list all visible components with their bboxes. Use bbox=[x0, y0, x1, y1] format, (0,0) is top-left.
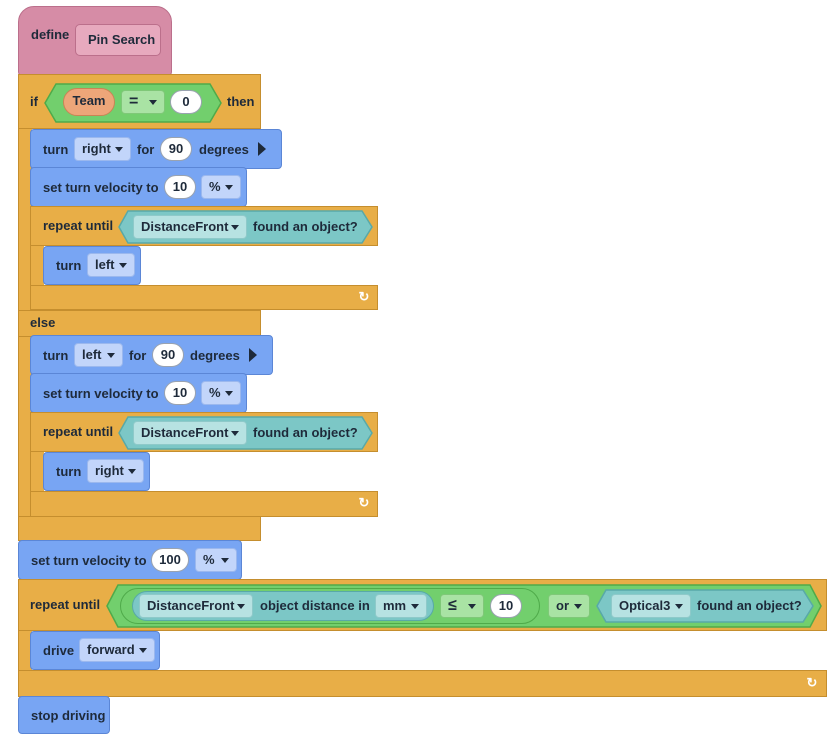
define-label: define bbox=[31, 27, 70, 42]
velocity-unit: % bbox=[209, 179, 221, 194]
turn-block-then[interactable]: turn left bbox=[43, 246, 141, 285]
turn-degrees-field[interactable]: 90 bbox=[160, 137, 192, 161]
distance-sensor: DistanceFront bbox=[141, 425, 229, 440]
turn-degrees: 90 bbox=[160, 347, 176, 362]
if-label: if bbox=[30, 94, 38, 109]
set-turn-velocity-block-then[interactable]: set turn velocity to 10 % bbox=[30, 167, 247, 207]
for-label: for bbox=[129, 348, 147, 363]
turn-direction: right bbox=[95, 463, 124, 478]
turn-direction-dropdown[interactable]: left bbox=[87, 253, 135, 277]
velocity-value: 100 bbox=[159, 552, 181, 567]
repeat-footer-else bbox=[30, 491, 378, 517]
velocity-value: 10 bbox=[172, 179, 188, 194]
play-triangle-icon[interactable] bbox=[248, 347, 258, 363]
degrees-label: degrees bbox=[190, 348, 240, 363]
compare-value: 10 bbox=[498, 598, 514, 613]
compare-operator-dropdown[interactable]: ≤ bbox=[440, 594, 484, 618]
distance-sensor-dropdown[interactable]: DistanceFront bbox=[133, 421, 247, 445]
velocity-value-field[interactable]: 10 bbox=[164, 381, 196, 405]
drive-direction-dropdown[interactable]: forward bbox=[79, 638, 155, 662]
define-block[interactable]: define Pin Search bbox=[18, 6, 172, 76]
repeat-until-label: repeat until bbox=[43, 218, 114, 233]
drive-block[interactable]: drive forward bbox=[30, 631, 160, 670]
drive-label: drive bbox=[43, 643, 75, 658]
set-turn-velocity-block-else[interactable]: set turn velocity to 10 % bbox=[30, 373, 247, 413]
loop-arrow-icon: ↻ bbox=[358, 495, 370, 510]
velocity-unit-dropdown[interactable]: % bbox=[201, 381, 241, 405]
define-name-field[interactable]: Pin Search bbox=[75, 24, 161, 56]
velocity-unit: % bbox=[203, 552, 215, 567]
compare-value-field[interactable]: 10 bbox=[490, 594, 522, 618]
velocity-value: 10 bbox=[172, 385, 188, 400]
or-label: or bbox=[556, 598, 569, 613]
distance-units-dropdown[interactable]: mm bbox=[375, 594, 427, 618]
turn-direction: right bbox=[82, 141, 111, 156]
else-header[interactable] bbox=[18, 310, 261, 337]
operator-label: = bbox=[129, 93, 139, 110]
found-object-label: found an object? bbox=[253, 425, 358, 440]
repeat-until-label: repeat until bbox=[30, 597, 101, 612]
turn-direction: left bbox=[82, 347, 102, 362]
if-value: 0 bbox=[182, 94, 190, 109]
distance-sensor-dropdown[interactable]: DistanceFront bbox=[139, 594, 253, 618]
velocity-value-field[interactable]: 100 bbox=[151, 548, 189, 572]
loop-arrow-icon: ↻ bbox=[806, 675, 818, 690]
turn-label: turn bbox=[43, 142, 69, 157]
found-object-label: found an object? bbox=[253, 219, 358, 234]
velocity-unit-dropdown[interactable]: % bbox=[201, 175, 241, 199]
if-value-field[interactable]: 0 bbox=[170, 90, 202, 114]
optical-sensor: Optical3 bbox=[619, 598, 671, 613]
else-label: else bbox=[30, 315, 56, 330]
set-turn-velocity-label: set turn velocity to bbox=[31, 553, 147, 568]
distance-units: mm bbox=[383, 598, 407, 613]
turn-for-block-else[interactable]: turn left for 90 degrees bbox=[30, 335, 273, 375]
turn-direction-dropdown[interactable]: right bbox=[74, 137, 131, 161]
found-object-label: found an object? bbox=[697, 598, 802, 613]
turn-degrees-field[interactable]: 90 bbox=[152, 343, 184, 367]
turn-direction-dropdown[interactable]: left bbox=[74, 343, 123, 367]
turn-label: turn bbox=[56, 258, 82, 273]
turn-direction-dropdown[interactable]: right bbox=[87, 459, 144, 483]
repeat-footer-then bbox=[30, 285, 378, 310]
distance-sensor: DistanceFront bbox=[147, 598, 235, 613]
object-distance-label: object distance in bbox=[260, 598, 370, 613]
repeat-footer bbox=[18, 670, 827, 697]
loop-arrow-icon: ↻ bbox=[358, 289, 370, 304]
degrees-label: degrees bbox=[199, 142, 249, 157]
or-operator-dropdown[interactable]: or bbox=[548, 594, 590, 618]
team-variable[interactable]: Team bbox=[63, 88, 115, 116]
stop-driving-block[interactable]: stop driving bbox=[18, 696, 110, 734]
drive-direction: forward bbox=[87, 642, 135, 657]
turn-label: turn bbox=[43, 348, 69, 363]
velocity-unit: % bbox=[209, 385, 221, 400]
for-label: for bbox=[137, 142, 155, 157]
if-footer bbox=[18, 516, 261, 541]
then-label: then bbox=[227, 94, 255, 109]
turn-block-else[interactable]: turn right bbox=[43, 452, 150, 491]
define-name: Pin Search bbox=[88, 32, 156, 47]
set-turn-velocity-block[interactable]: set turn velocity to 100 % bbox=[18, 540, 242, 580]
velocity-value-field[interactable]: 10 bbox=[164, 175, 196, 199]
repeat-until-label: repeat until bbox=[43, 424, 114, 439]
turn-degrees: 90 bbox=[168, 141, 184, 156]
play-triangle-icon[interactable] bbox=[257, 141, 267, 157]
set-turn-velocity-label: set turn velocity to bbox=[43, 386, 159, 401]
optical-sensor-dropdown[interactable]: Optical3 bbox=[611, 594, 691, 618]
distance-sensor: DistanceFront bbox=[141, 219, 229, 234]
turn-for-block-then[interactable]: turn right for 90 degrees bbox=[30, 129, 282, 169]
distance-sensor-dropdown[interactable]: DistanceFront bbox=[133, 215, 247, 239]
compare-operator: ≤ bbox=[448, 597, 457, 614]
turn-direction: left bbox=[95, 257, 115, 272]
turn-label: turn bbox=[56, 464, 82, 479]
set-turn-velocity-label: set turn velocity to bbox=[43, 180, 159, 195]
velocity-unit-dropdown[interactable]: % bbox=[195, 548, 237, 572]
equals-operator-dropdown[interactable]: = bbox=[121, 90, 165, 114]
stop-driving-label: stop driving bbox=[31, 708, 106, 723]
team-variable-label: Team bbox=[72, 93, 106, 108]
